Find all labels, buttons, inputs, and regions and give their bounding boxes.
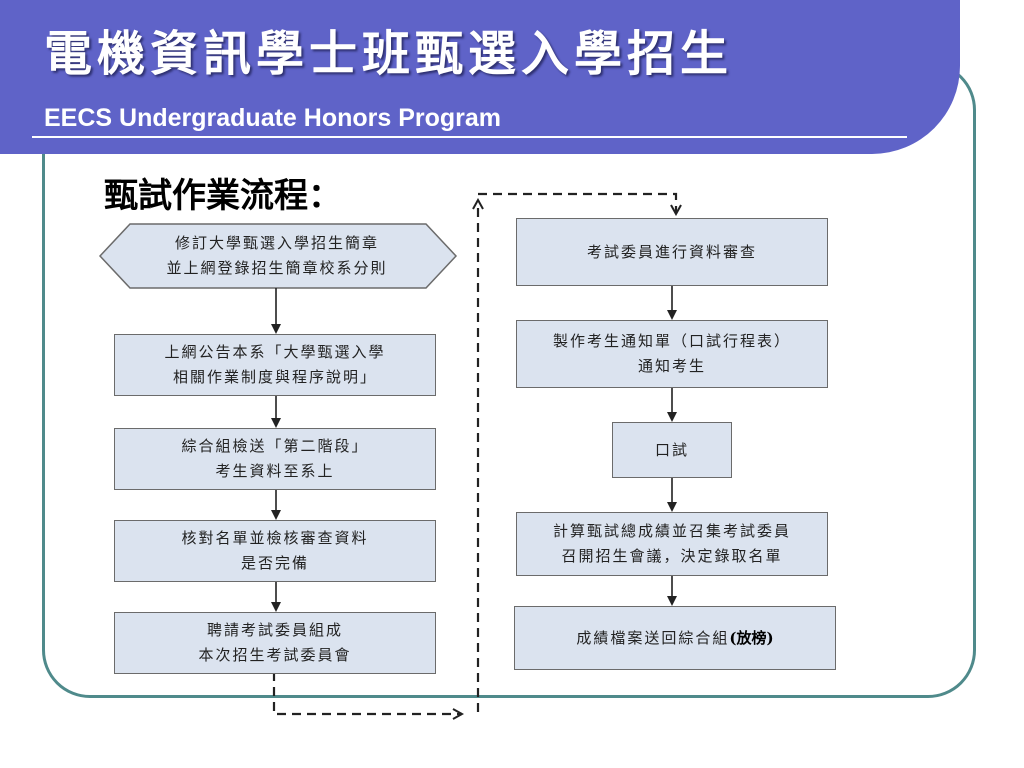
dashed-connector-top: [478, 192, 676, 214]
step-form-committee: 聘請考試委員組成 本次招生考試委員會: [114, 612, 436, 674]
step-send-data: 綜合組檢送「第二階段」 考生資料至系上: [114, 428, 436, 490]
step-notify-candidates: 製作考生通知單（口試行程表） 通知考生: [516, 320, 828, 388]
dashed-connector-bottom: [272, 672, 462, 714]
title-underline: [32, 136, 907, 138]
title-banner: 電機資訊學士班甄選入學招生 EECS Undergraduate Honors …: [0, 0, 960, 154]
slide-subtitle: EECS Undergraduate Honors Program: [44, 104, 502, 132]
step-verify-list: 核對名單並檢核審查資料 是否完備: [114, 520, 436, 582]
step-return-results-emphasis: (放榜): [729, 628, 774, 647]
start-step-shape: [98, 223, 458, 289]
step-interview: 口試: [612, 422, 732, 478]
step-review-data: 考試委員進行資料審查: [516, 218, 828, 286]
step-return-results: 成績檔案送回綜合組(放榜): [514, 606, 836, 670]
step-announce: 上網公告本系「大學甄選入學 相關作業制度與程序說明」: [114, 334, 436, 396]
step-calculate-scores: 計算甄試總成績並召集考試委員 召開招生會議，決定錄取名單: [516, 512, 828, 576]
step-return-results-text: 成績檔案送回綜合組: [576, 628, 730, 647]
section-title: 甄試作業流程：: [104, 176, 342, 216]
slide-title: 電機資訊學士班甄選入學招生: [44, 26, 734, 82]
start-step-text: 修訂大學甄選入學招生簡章 並上網登錄招生簡章校系分則: [166, 234, 388, 277]
